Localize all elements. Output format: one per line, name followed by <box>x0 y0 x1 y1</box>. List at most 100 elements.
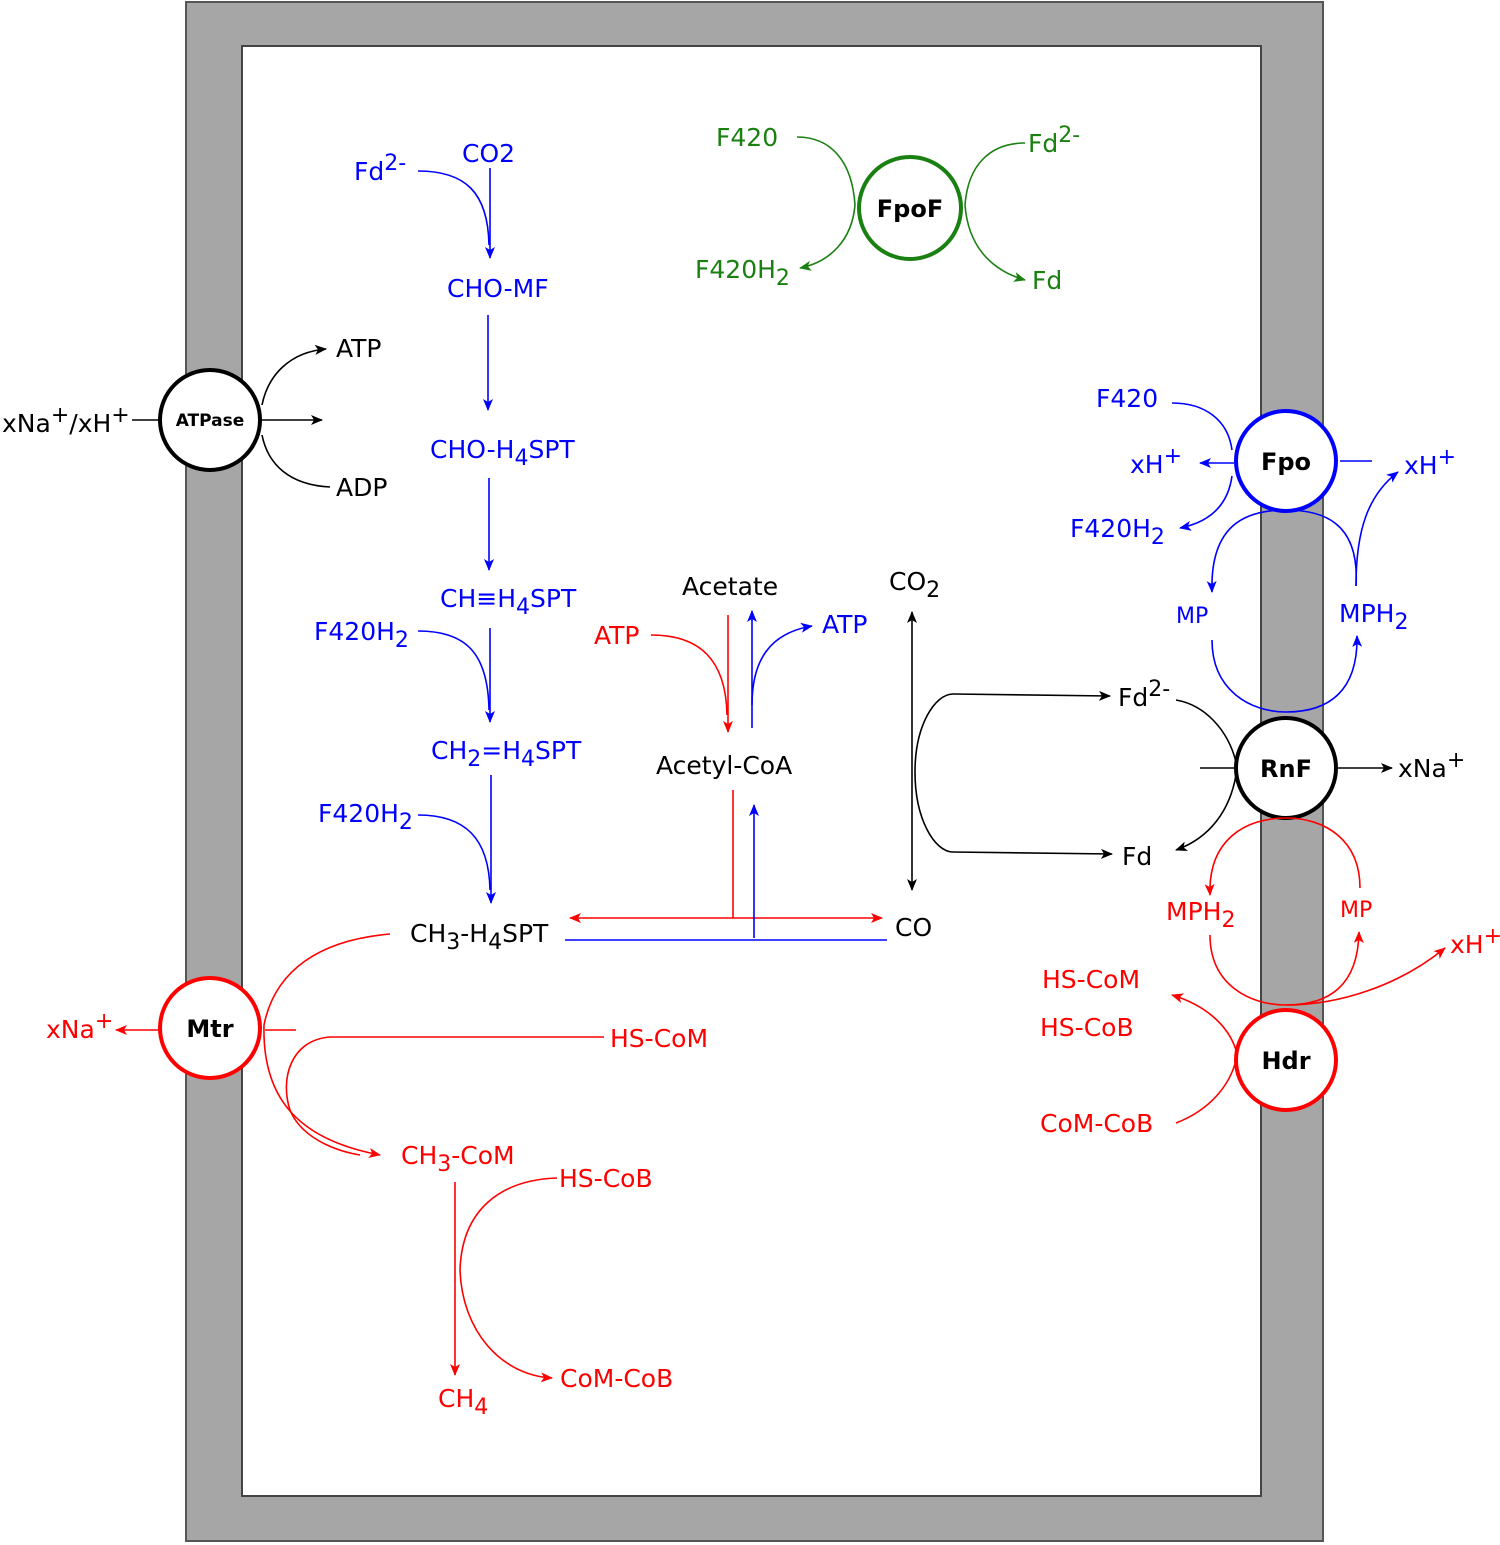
f420h2-label-b: F420H2 <box>318 799 413 835</box>
rnf-fd-label: Fd <box>1122 842 1152 871</box>
rnf-enzyme: RnF <box>1234 716 1338 820</box>
rnf-fd2-label: Fd2- <box>1118 677 1170 712</box>
co2-reduction-pathway <box>417 168 496 904</box>
hdr-mp-label: MP <box>1340 898 1372 923</box>
svg-text:CHO-H4SPT: CHO-H4SPT <box>430 435 575 471</box>
acetate-label: Acetate <box>682 572 778 601</box>
cell-membrane <box>185 1 1324 1542</box>
fpo-xh-right-label: xH+ <box>1404 445 1456 480</box>
hdr-hs-com-label: HS-CoM <box>1042 965 1140 994</box>
svg-text:CoM-CoB: CoM-CoB <box>560 1364 673 1393</box>
svg-text:CH4: CH4 <box>438 1384 488 1420</box>
rnf-lines <box>914 690 1393 859</box>
hdr-enzyme: Hdr <box>1234 1008 1338 1112</box>
fpo-enzyme: Fpo <box>1234 409 1338 513</box>
cho-mf-label: CHO-MF <box>447 274 549 303</box>
svg-text:Hdr: Hdr <box>1261 1047 1310 1075</box>
svg-text:CoM-CoB: CoM-CoB <box>1040 1109 1153 1138</box>
fpo-f420h2-label: F420H2 <box>1070 514 1165 550</box>
co-label: CO <box>895 913 932 942</box>
svg-text:HS-CoB: HS-CoB <box>559 1164 653 1193</box>
svg-text:ATP: ATP <box>336 334 382 363</box>
mtr-lines <box>115 933 604 1383</box>
svg-text:F420H2: F420H2 <box>314 617 409 653</box>
fpof-fd2-label: Fd2- <box>1028 123 1080 158</box>
svg-text:CO2: CO2 <box>462 139 515 168</box>
ch4-label: CH4 <box>438 1384 488 1420</box>
fpof-fd-label: Fd <box>1032 266 1062 295</box>
svg-text:Fd2-: Fd2- <box>1118 677 1170 712</box>
svg-text:CO: CO <box>895 913 932 942</box>
svg-text:MP: MP <box>1176 604 1208 629</box>
svg-text:CH3-H4SPT: CH3-H4SPT <box>410 919 549 955</box>
fd2-label-pathway: Fd2- <box>354 151 406 186</box>
svg-text:F420H2: F420H2 <box>695 255 790 291</box>
svg-text:Acetate: Acetate <box>682 572 778 601</box>
svg-text:HS-CoB: HS-CoB <box>1040 1013 1134 1042</box>
atp-out-label: ATP <box>822 610 868 639</box>
rnf-xna-label: xNa+ <box>1398 748 1465 783</box>
svg-text:ATP: ATP <box>822 610 868 639</box>
svg-text:F420H2: F420H2 <box>1070 514 1165 550</box>
f420h2-label-a: F420H2 <box>314 617 409 653</box>
atp-in-label: ATP <box>594 621 640 650</box>
mtr-hs-com-label: HS-CoM <box>610 1024 708 1053</box>
atpase-lines <box>132 344 331 488</box>
fpof-enzyme: FpoF <box>857 155 963 261</box>
svg-text:Fd2-: Fd2- <box>1028 123 1080 158</box>
svg-text:Acetyl-CoA: Acetyl-CoA <box>656 751 792 780</box>
ch3-h4spt-label: CH3-H4SPT <box>410 919 549 955</box>
cho-h4spt-label: CHO-H4SPT <box>430 435 575 471</box>
svg-text:xH+: xH+ <box>1130 444 1182 479</box>
svg-text:F420: F420 <box>1096 384 1158 413</box>
hdr-lines <box>1171 817 1446 1124</box>
svg-text:xNa+: xNa+ <box>1398 748 1465 783</box>
ch3-com-label: CH3-CoM <box>401 1141 515 1177</box>
svg-text:FpoF: FpoF <box>877 195 943 223</box>
fpof-f420-label: F420 <box>716 123 778 152</box>
svg-text:HS-CoM: HS-CoM <box>1042 965 1140 994</box>
svg-text:Fpo: Fpo <box>1261 448 1311 476</box>
svg-text:Fd2-: Fd2- <box>354 151 406 186</box>
co2-label: CO2 <box>462 139 515 168</box>
svg-text:xNa+/xH+: xNa+/xH+ <box>2 403 130 438</box>
co2-label-acetate: CO2 <box>889 567 940 603</box>
atpase-adp-label: ADP <box>336 473 387 502</box>
fpof-lines <box>796 136 1026 282</box>
atpase-ion-label: xNa+/xH+ <box>2 403 130 438</box>
svg-text:Fd: Fd <box>1032 266 1062 295</box>
acetate-branch-lines <box>565 610 917 941</box>
svg-text:CH≡H4SPT: CH≡H4SPT <box>440 584 577 620</box>
svg-text:RnF: RnF <box>1260 755 1312 783</box>
fpo-mp-label: MP <box>1176 604 1208 629</box>
hdr-com-cob-label: CoM-CoB <box>1040 1109 1153 1138</box>
mtr-hs-cob-label: HS-CoB <box>559 1164 653 1193</box>
svg-text:MP: MP <box>1340 898 1372 923</box>
svg-text:xH+: xH+ <box>1450 924 1500 959</box>
svg-text:F420: F420 <box>716 123 778 152</box>
svg-text:CH3-CoM: CH3-CoM <box>401 1141 515 1177</box>
svg-text:MPH2: MPH2 <box>1339 599 1408 635</box>
svg-text:ADP: ADP <box>336 473 387 502</box>
ch2-h4spt-label: CH2=H4SPT <box>431 736 582 772</box>
svg-text:F420H2: F420H2 <box>318 799 413 835</box>
svg-text:HS-CoM: HS-CoM <box>610 1024 708 1053</box>
ch-h4spt-label: CH≡H4SPT <box>440 584 577 620</box>
fpof-f420h2-label: F420H2 <box>695 255 790 291</box>
hdr-hs-cob-label: HS-CoB <box>1040 1013 1134 1042</box>
svg-text:ATPase: ATPase <box>176 411 245 431</box>
mtr-xna-label: xNa+ <box>46 1009 113 1044</box>
svg-text:CO2: CO2 <box>889 567 940 603</box>
hdr-mph2-label: MPH2 <box>1166 897 1235 933</box>
svg-text:xH+: xH+ <box>1404 445 1456 480</box>
svg-text:CHO-MF: CHO-MF <box>447 274 549 303</box>
atpase-atp-label: ATP <box>336 334 382 363</box>
svg-text:Fd: Fd <box>1122 842 1152 871</box>
fpo-xh-left-label: xH+ <box>1130 444 1182 479</box>
acetyl-coa-label: Acetyl-CoA <box>656 751 792 780</box>
svg-text:ATP: ATP <box>594 621 640 650</box>
atpase-enzyme: ATPase <box>158 368 262 472</box>
fpo-lines <box>1171 402 1399 713</box>
mtr-enzyme: Mtr <box>158 976 262 1080</box>
